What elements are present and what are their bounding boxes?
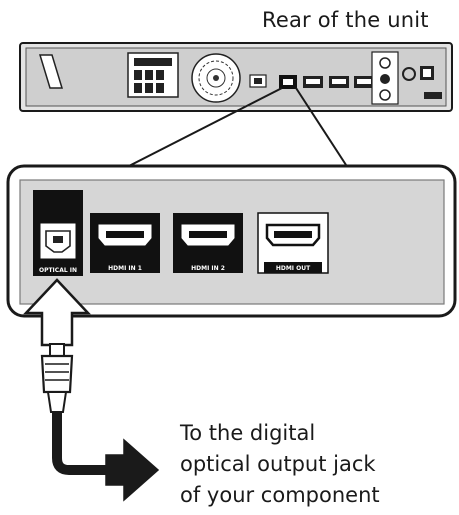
destination-caption-line: optical output jack (180, 452, 376, 476)
hdmi-out-port: HDMI OUT (257, 212, 329, 274)
optical-cable (52, 412, 108, 475)
optical-plug-icon (40, 343, 74, 413)
zoom-panel: OPTICAL IN HDMI IN 1 HDM (6, 164, 457, 318)
optical-jack-icon (45, 230, 71, 253)
rear-of-unit-caption: Rear of the unit (262, 8, 429, 32)
hdmi-port-icon (181, 224, 235, 246)
panel-slot (38, 54, 64, 89)
destination-caption: To the digital optical output jack of yo… (180, 418, 380, 511)
hdmi-in-2-port: HDMI IN 2 (173, 213, 243, 273)
hdmi-in-1-port: HDMI IN 1 (90, 213, 160, 273)
destination-caption-line: To the digital (180, 421, 316, 445)
hdmi-in-1-label: HDMI IN 1 (108, 265, 142, 272)
hdmi-out-label: HDMI OUT (276, 265, 311, 272)
right-connectors (371, 51, 442, 105)
fan-icon (191, 53, 241, 103)
destination-caption-line: of your component (180, 483, 380, 507)
rear-panel (19, 42, 453, 112)
speaker-terminals (127, 52, 179, 98)
hdmi-port-icon (265, 223, 321, 247)
optical-in-label: OPTICAL IN (39, 267, 77, 274)
optical-in-port: OPTICAL IN (33, 190, 83, 276)
hdmi-port-icon (98, 224, 152, 246)
hdmi-in-2-label: HDMI IN 2 (191, 265, 225, 272)
right-arrow-icon (105, 438, 160, 502)
zoom-callout-lines (124, 87, 349, 169)
